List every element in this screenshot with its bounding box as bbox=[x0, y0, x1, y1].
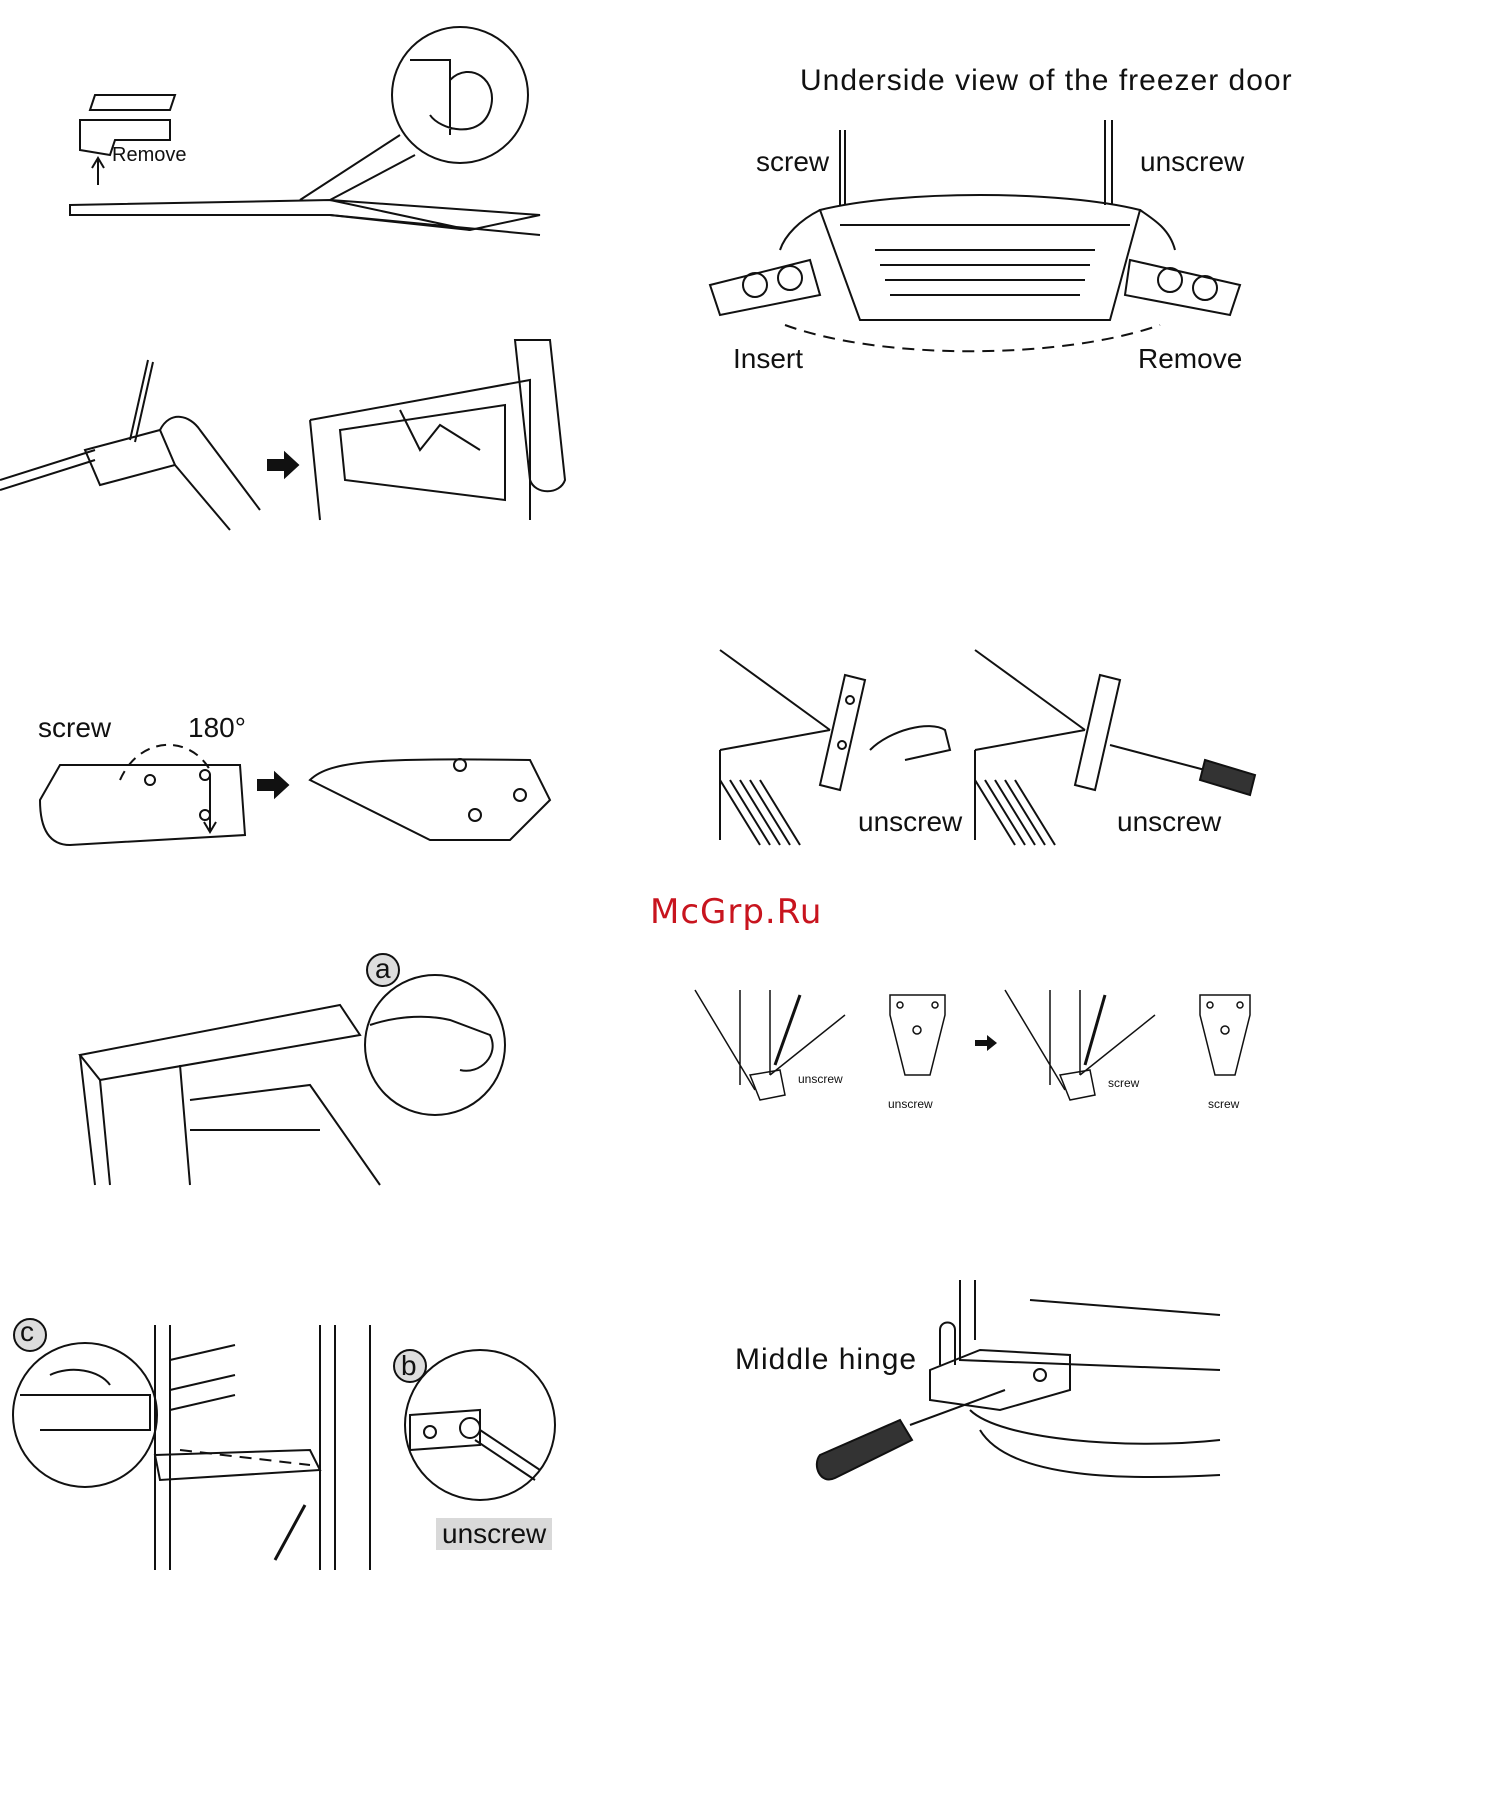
callout-a: a bbox=[375, 955, 391, 983]
remove-arrow bbox=[92, 158, 104, 185]
screw-small-1: screw bbox=[1108, 1077, 1139, 1089]
arrow-fig4 bbox=[258, 773, 288, 797]
arrow-right-fig3 bbox=[268, 453, 298, 477]
watermark: McGrp.Ru bbox=[650, 892, 822, 932]
middle-screwdriver-handle bbox=[817, 1420, 912, 1479]
screwdriver-right bbox=[1105, 120, 1112, 205]
figure-door-callout-a bbox=[70, 955, 520, 1190]
underside-title: Underside view of the freezer door bbox=[800, 66, 1293, 96]
insert-label: Insert bbox=[733, 345, 803, 373]
middle-screwdriver-shaft bbox=[910, 1390, 1005, 1425]
hinge-pin bbox=[940, 1323, 955, 1366]
bottom-screwdriver bbox=[275, 1505, 305, 1560]
door-underside bbox=[820, 195, 1140, 320]
small-hinge-1 bbox=[750, 1070, 785, 1100]
screw-label-left: screw bbox=[756, 148, 829, 176]
callout-b: b bbox=[401, 1352, 417, 1380]
hand bbox=[870, 726, 950, 760]
arrow-right bbox=[1140, 210, 1175, 250]
figure-hinge-removal bbox=[0, 330, 580, 550]
tool-handle bbox=[515, 340, 565, 491]
screw-small-2: screw bbox=[1208, 1098, 1239, 1110]
screwdriver-left bbox=[840, 130, 845, 205]
middle-hinge-label: Middle hinge bbox=[735, 1345, 917, 1375]
arrow-left bbox=[780, 210, 820, 250]
screwdriver-2 bbox=[1110, 745, 1205, 770]
unscrew-label-a: unscrew bbox=[858, 808, 962, 836]
screw-label-plate: screw bbox=[38, 714, 111, 742]
unscrew-small-1: unscrew bbox=[798, 1073, 843, 1085]
hinge-bracket-2 bbox=[1075, 675, 1120, 790]
fridge-door bbox=[155, 1450, 320, 1480]
fridge-left-wall bbox=[155, 1325, 170, 1570]
figure-plate-rotate bbox=[30, 740, 560, 860]
bracket-left bbox=[710, 260, 820, 315]
hinge-bracket-middle bbox=[930, 1350, 1070, 1410]
fridge-right-wall bbox=[320, 1325, 370, 1570]
callout-c: c bbox=[20, 1318, 34, 1346]
unscrew-label-right: unscrew bbox=[1140, 148, 1244, 176]
zoom-circle-a bbox=[365, 975, 505, 1115]
screwdriver-handle bbox=[1200, 760, 1255, 795]
zoom-circle-c bbox=[13, 1343, 157, 1487]
door-top bbox=[80, 1005, 360, 1080]
door-edge bbox=[70, 200, 540, 230]
unscrew-small-2: unscrew bbox=[888, 1098, 933, 1110]
dashed-rotation-arc bbox=[120, 745, 210, 780]
figure-middle-hinge bbox=[800, 1280, 1220, 1570]
plate-right bbox=[310, 759, 550, 840]
remove-label: Remove bbox=[112, 145, 186, 165]
degrees-label: 180° bbox=[188, 714, 246, 742]
screwdriver bbox=[130, 360, 153, 442]
small-screwdriver-2 bbox=[1085, 995, 1105, 1065]
arrow-fig7 bbox=[975, 1035, 997, 1051]
dashed-arc bbox=[785, 325, 1160, 351]
plate-left bbox=[40, 765, 245, 845]
remove-label-right: Remove bbox=[1138, 345, 1242, 373]
figure-small-hinges bbox=[695, 985, 1265, 1110]
zoom-circle bbox=[392, 27, 528, 163]
hinge-bracket bbox=[820, 675, 865, 790]
small-hinge-2 bbox=[1060, 1070, 1095, 1100]
bracket-right bbox=[1125, 260, 1240, 315]
unscrew-label-b: unscrew bbox=[1117, 808, 1221, 836]
unscrew-label-bottom: unscrew bbox=[436, 1518, 552, 1550]
